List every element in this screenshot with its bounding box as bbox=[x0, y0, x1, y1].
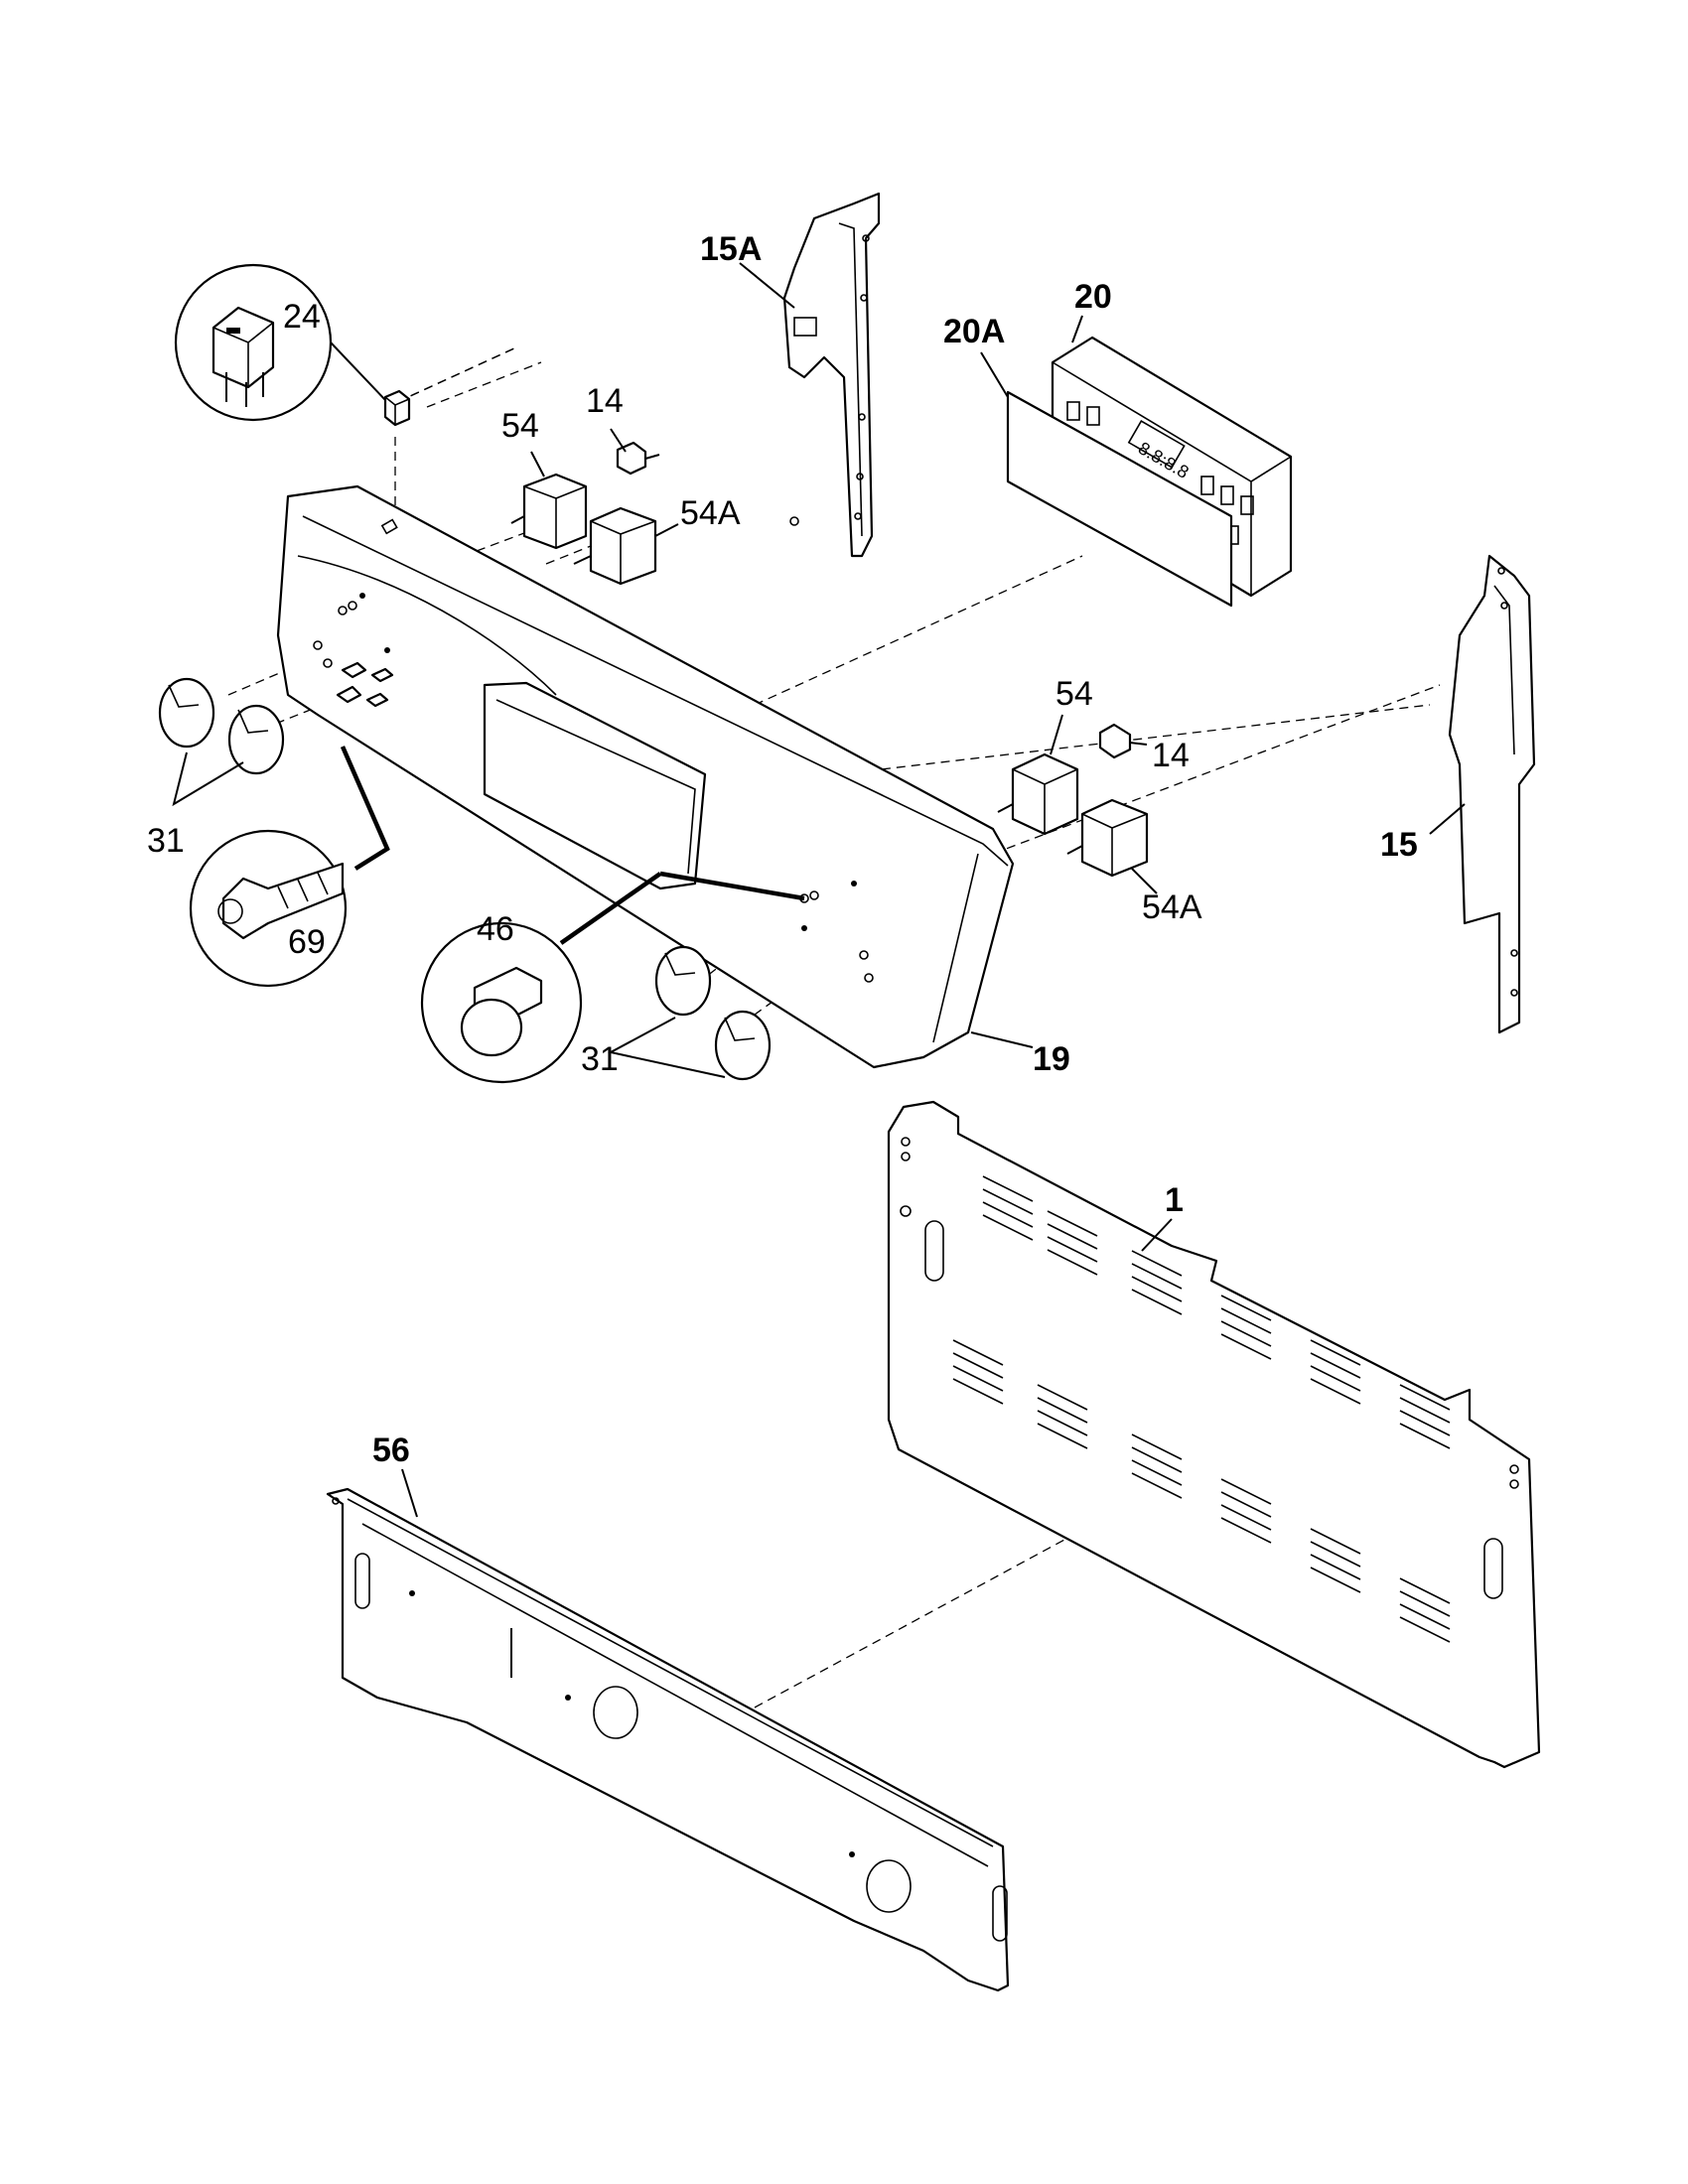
rocker-switch-24 bbox=[383, 389, 411, 427]
infinite-switch-54-right bbox=[997, 752, 1079, 836]
lower-panel-56 bbox=[326, 1487, 1010, 1992]
back-panel-1 bbox=[887, 1100, 1541, 1769]
infinite-switch-54a-right bbox=[1066, 798, 1149, 878]
label-24: 24 bbox=[283, 298, 321, 336]
control-panel-19 bbox=[276, 484, 1015, 1069]
label-31-left: 31 bbox=[147, 822, 185, 860]
label-56: 56 bbox=[372, 1432, 410, 1469]
label-leader-lines bbox=[401, 262, 1466, 1518]
label-69: 69 bbox=[288, 923, 326, 961]
label-15a: 15A bbox=[700, 230, 762, 268]
label-14-top: 14 bbox=[586, 382, 624, 420]
control-knobs-31-left bbox=[158, 677, 285, 775]
overlay-20a bbox=[1006, 390, 1233, 608]
screw-69-zoom bbox=[189, 829, 348, 988]
label-31-bottom: 31 bbox=[581, 1040, 619, 1078]
infinite-switch-54a-top bbox=[573, 506, 657, 586]
label-20a: 20A bbox=[943, 313, 1005, 350]
end-bracket-15 bbox=[1448, 554, 1536, 1034]
label-19: 19 bbox=[1033, 1040, 1070, 1078]
indicator-light-14-right bbox=[1098, 723, 1148, 759]
rocker-switch-24-zoom bbox=[174, 263, 333, 422]
plug-46-leader-2 bbox=[659, 871, 805, 901]
plug-46-leader bbox=[559, 872, 662, 945]
control-knobs-31-bottom bbox=[654, 945, 772, 1081]
screw-69-leader bbox=[340, 746, 390, 871]
label-15: 15 bbox=[1380, 826, 1418, 864]
panel-screws bbox=[336, 661, 394, 708]
part-labels: 24 15A 20 20A 14 54 54A 54 14 54A 15 31 … bbox=[147, 230, 1418, 1469]
label-14-right: 14 bbox=[1152, 737, 1190, 774]
switch-24-leader bbox=[330, 341, 388, 403]
label-54a-right: 54A bbox=[1142, 888, 1202, 926]
label-54a-top: 54A bbox=[680, 494, 741, 532]
label-1: 1 bbox=[1165, 1181, 1184, 1219]
label-20: 20 bbox=[1074, 278, 1112, 316]
vent-slots bbox=[952, 1175, 1451, 1643]
knob-31-bottom-leader bbox=[608, 1017, 726, 1078]
plug-button-46-zoom bbox=[420, 921, 583, 1084]
label-46: 46 bbox=[477, 910, 514, 948]
knob-31-left-leader bbox=[172, 751, 244, 807]
label-54-right: 54 bbox=[1055, 675, 1093, 713]
label-54-top: 54 bbox=[501, 407, 539, 445]
infinite-switch-54-top bbox=[510, 473, 588, 550]
end-bracket-15a bbox=[782, 192, 881, 558]
